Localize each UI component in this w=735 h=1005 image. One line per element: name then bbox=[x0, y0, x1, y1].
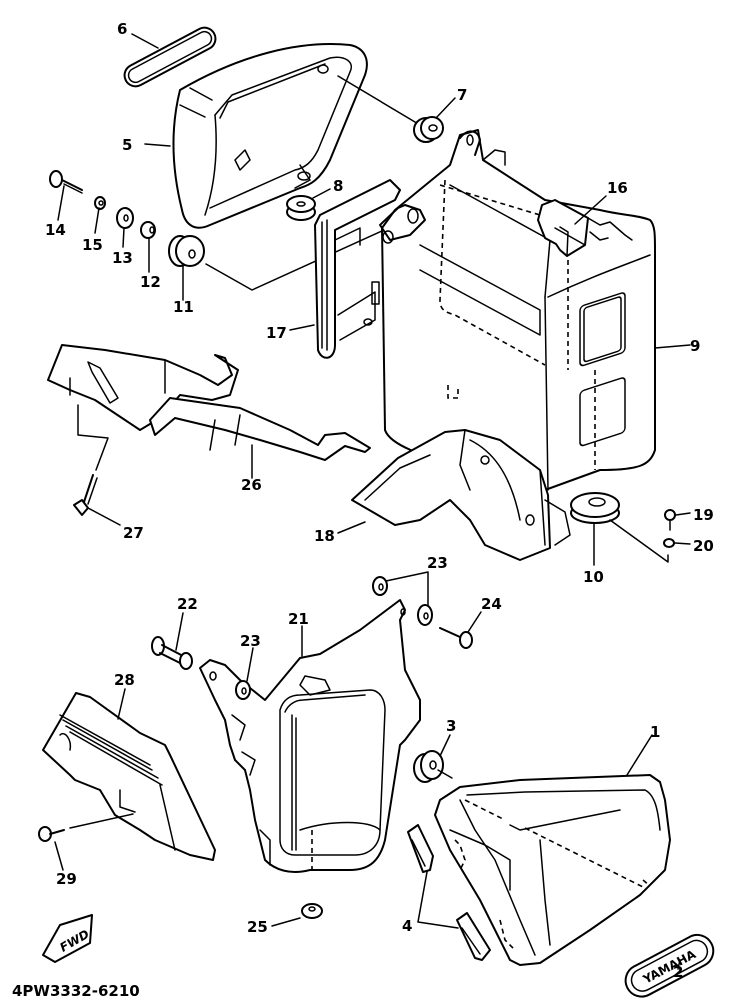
fwd-arrow-icon: FWD bbox=[42, 914, 93, 963]
callout-6: 6 bbox=[117, 20, 127, 38]
part-3-damper bbox=[413, 750, 444, 783]
callout-19: 19 bbox=[693, 506, 714, 524]
callout-15: 15 bbox=[82, 236, 103, 254]
part-27-bolt bbox=[73, 474, 98, 516]
callout-18: 18 bbox=[314, 527, 335, 545]
callout-8: 8 bbox=[333, 177, 343, 195]
part-13-washer bbox=[116, 207, 134, 229]
callout-20: 20 bbox=[693, 537, 714, 555]
part-20-washer bbox=[663, 538, 675, 548]
callout-2: 2 bbox=[673, 963, 683, 981]
part-10-damper bbox=[570, 492, 620, 524]
callout-12: 12 bbox=[140, 273, 161, 291]
part-19-bolt bbox=[664, 509, 676, 531]
part-22-bolt bbox=[151, 636, 193, 670]
callout-25: 25 bbox=[247, 918, 268, 936]
part-8-grommet bbox=[286, 195, 316, 221]
callout-4: 4 bbox=[402, 917, 412, 935]
callout-23b: 23 bbox=[427, 554, 448, 572]
callout-7: 7 bbox=[457, 86, 467, 104]
callout-23a: 23 bbox=[240, 632, 261, 650]
callout-24: 24 bbox=[481, 595, 502, 613]
part-21-tool-box bbox=[199, 599, 421, 875]
callout-28: 28 bbox=[114, 671, 135, 689]
diagram-code: 4PW3332-6210 bbox=[12, 982, 140, 1000]
callout-17: 17 bbox=[266, 324, 287, 342]
part-16-damper bbox=[537, 199, 633, 257]
callout-27: 27 bbox=[123, 524, 144, 542]
part-15-washer bbox=[94, 196, 106, 210]
callout-14: 14 bbox=[45, 221, 66, 239]
part-4-damper-a bbox=[407, 824, 434, 873]
callout-1: 1 bbox=[650, 723, 660, 741]
part-7-grommet bbox=[413, 116, 444, 143]
part-25-damper bbox=[301, 903, 323, 919]
part-26-stay bbox=[47, 344, 371, 461]
part-28-cover bbox=[42, 692, 216, 861]
part-12-collar bbox=[140, 221, 156, 239]
part-6-emblem bbox=[123, 26, 217, 88]
callout-10: 10 bbox=[583, 568, 604, 586]
part-11-grommet bbox=[168, 235, 205, 267]
part-14-bolt bbox=[49, 170, 83, 194]
callout-13: 13 bbox=[112, 249, 133, 267]
part-29-bolt bbox=[38, 826, 65, 842]
callout-26: 26 bbox=[241, 476, 262, 494]
part-5-side-cover bbox=[172, 43, 368, 229]
callout-22: 22 bbox=[177, 595, 198, 613]
callout-5: 5 bbox=[122, 136, 132, 154]
callout-11: 11 bbox=[173, 298, 194, 316]
part-23-damper-c bbox=[235, 680, 251, 700]
callout-9: 9 bbox=[690, 337, 700, 355]
part-1-side-cover bbox=[434, 774, 671, 966]
callout-29: 29 bbox=[56, 870, 77, 888]
part-4-damper-b bbox=[456, 912, 491, 961]
part-24-bolt bbox=[439, 627, 473, 649]
part-17-bracket bbox=[314, 179, 401, 359]
callout-16: 16 bbox=[607, 179, 628, 197]
part-23-damper-b bbox=[417, 604, 433, 626]
part-18-bracket bbox=[351, 429, 571, 561]
callout-21: 21 bbox=[288, 610, 309, 628]
callout-3: 3 bbox=[446, 717, 456, 735]
part-2-emblem: YAMAHA bbox=[624, 933, 715, 998]
part-23-damper-a bbox=[372, 576, 388, 596]
